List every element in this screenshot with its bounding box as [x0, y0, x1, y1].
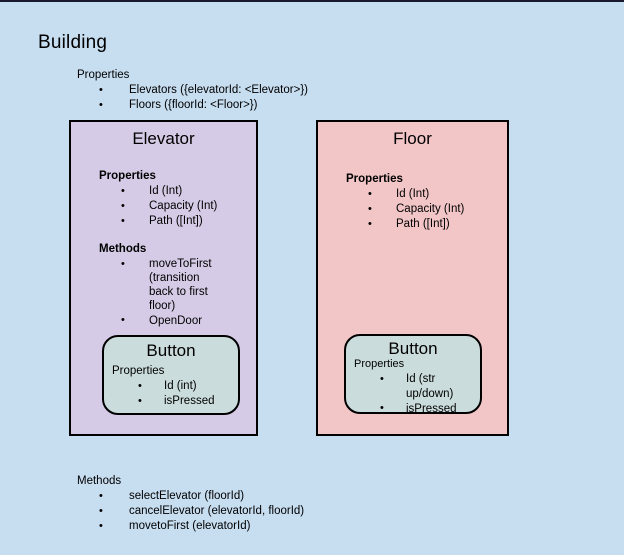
list-item: selectElevator (floorId) — [77, 489, 407, 504]
list-item: Id (int) — [112, 379, 240, 394]
elevator-button-box: Button Properties Id (int) isPressed — [102, 335, 240, 415]
list-item: Path ([Int]) — [99, 214, 259, 229]
floor-button-properties-heading: Properties — [354, 358, 405, 370]
elevator-methods-section: Methods moveToFirst (transition back to … — [99, 242, 259, 328]
list-item: movetoFirst (elevatorId) — [77, 519, 407, 534]
building-properties-section: Properties Elevators ({elevatorId: <Elev… — [77, 68, 397, 113]
building-title: Building — [38, 32, 108, 53]
elevator-properties-section: Properties Id (Int) Capacity (Int) Path … — [99, 169, 259, 229]
list-item: Capacity (Int) — [346, 202, 506, 217]
floor-button-title: Button — [388, 339, 438, 358]
list-item: cancelElevator (elevatorId, floorId) — [77, 504, 407, 519]
floor-class-box: Floor Properties Id (Int) Capacity (Int)… — [316, 120, 509, 436]
list-item: Id (Int) — [99, 184, 259, 199]
floor-properties-section: Properties Id (Int) Capacity (Int) Path … — [346, 172, 506, 232]
list-item: isPressed — [112, 394, 240, 409]
list-item: Path ([Int]) — [346, 217, 506, 232]
floor-button-properties-section: Properties Id (str up/down) isPressed — [354, 357, 482, 417]
list-item: Id (str up/down) — [354, 372, 482, 401]
list-item: Capacity (Int) — [99, 199, 259, 214]
building-methods-section: Methods selectElevator (floorId) cancelE… — [77, 474, 407, 534]
elevator-properties-heading: Properties — [99, 170, 156, 182]
elevator-class-box: Elevator Properties Id (Int) Capacity (I… — [69, 120, 258, 436]
elevator-properties-list: Id (Int) Capacity (Int) Path ([Int]) — [99, 184, 259, 229]
list-item: Elevators ({elevatorId: <Elevator>}) — [77, 83, 397, 98]
elevator-button-properties-heading: Properties — [112, 365, 165, 377]
building-properties-heading: Properties — [77, 69, 130, 81]
floor-button-box: Button Properties Id (str up/down) isPre… — [344, 334, 482, 417]
elevator-button-properties-list: Id (int) isPressed — [112, 379, 240, 409]
list-item: isPressed — [354, 401, 482, 417]
elevator-title: Elevator — [132, 129, 195, 148]
floor-properties-list: Id (Int) Capacity (Int) Path ([Int]) — [346, 187, 506, 232]
list-item: Id (Int) — [346, 187, 506, 202]
list-item: moveToFirst (transition back to first fl… — [99, 257, 259, 313]
list-item: OpenDoor — [99, 313, 259, 328]
elevator-methods-heading: Methods — [99, 243, 147, 255]
floor-button-properties-list: Id (str up/down) isPressed — [354, 372, 482, 416]
floor-title: Floor — [393, 129, 432, 148]
building-methods-list: selectElevator (floorId) cancelElevator … — [77, 489, 407, 534]
elevator-button-properties-section: Properties Id (int) isPressed — [112, 364, 240, 409]
elevator-methods-list: moveToFirst (transition back to first fl… — [99, 257, 259, 328]
list-item: Floors ({floorId: <Floor>}) — [77, 98, 397, 113]
elevator-button-title: Button — [146, 341, 196, 360]
floor-properties-heading: Properties — [346, 173, 403, 185]
building-methods-heading: Methods — [77, 475, 122, 487]
building-properties-list: Elevators ({elevatorId: <Elevator>}) Flo… — [77, 83, 397, 113]
